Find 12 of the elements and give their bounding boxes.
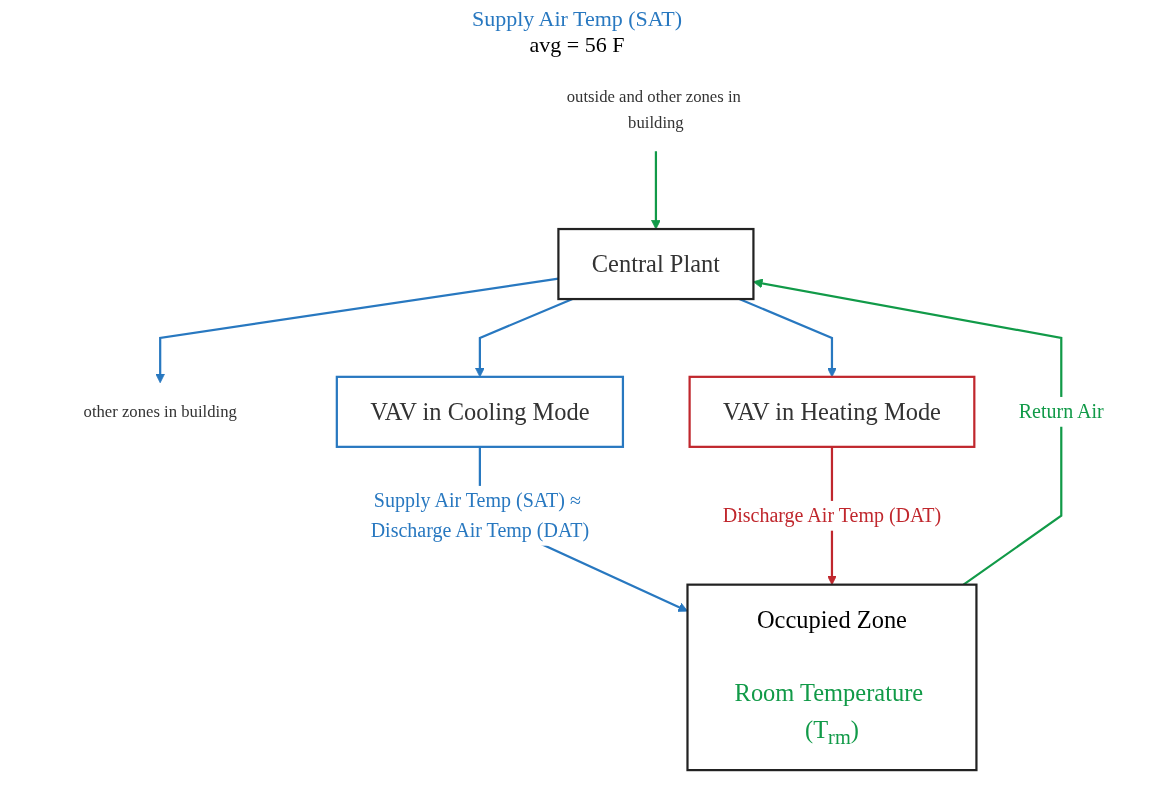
arrow: [155, 277, 559, 383]
node-text: outside and other zones in building: [566, 87, 741, 131]
node-box: Occupied Zone Room Temperature (T$_{rm}$): [686, 583, 978, 771]
annotation-text: Supply Air Temp (SAT): [470, 6, 684, 33]
node-box: VAV in Cooling Mode: [335, 375, 625, 448]
annotation-text: avg = 56 F: [528, 32, 626, 59]
node-text: other zones in building: [83, 402, 237, 421]
node-box: VAV in Heating Mode: [688, 375, 976, 448]
edge-label: Return Air: [1018, 399, 1104, 423]
node-box: Central Plant: [557, 227, 755, 300]
edge-label: Discharge Air Temp (DAT): [722, 503, 942, 527]
edge-label: Supply Air Temp (SAT) ≈ Discharge Air Temp (DAT): [370, 488, 590, 542]
